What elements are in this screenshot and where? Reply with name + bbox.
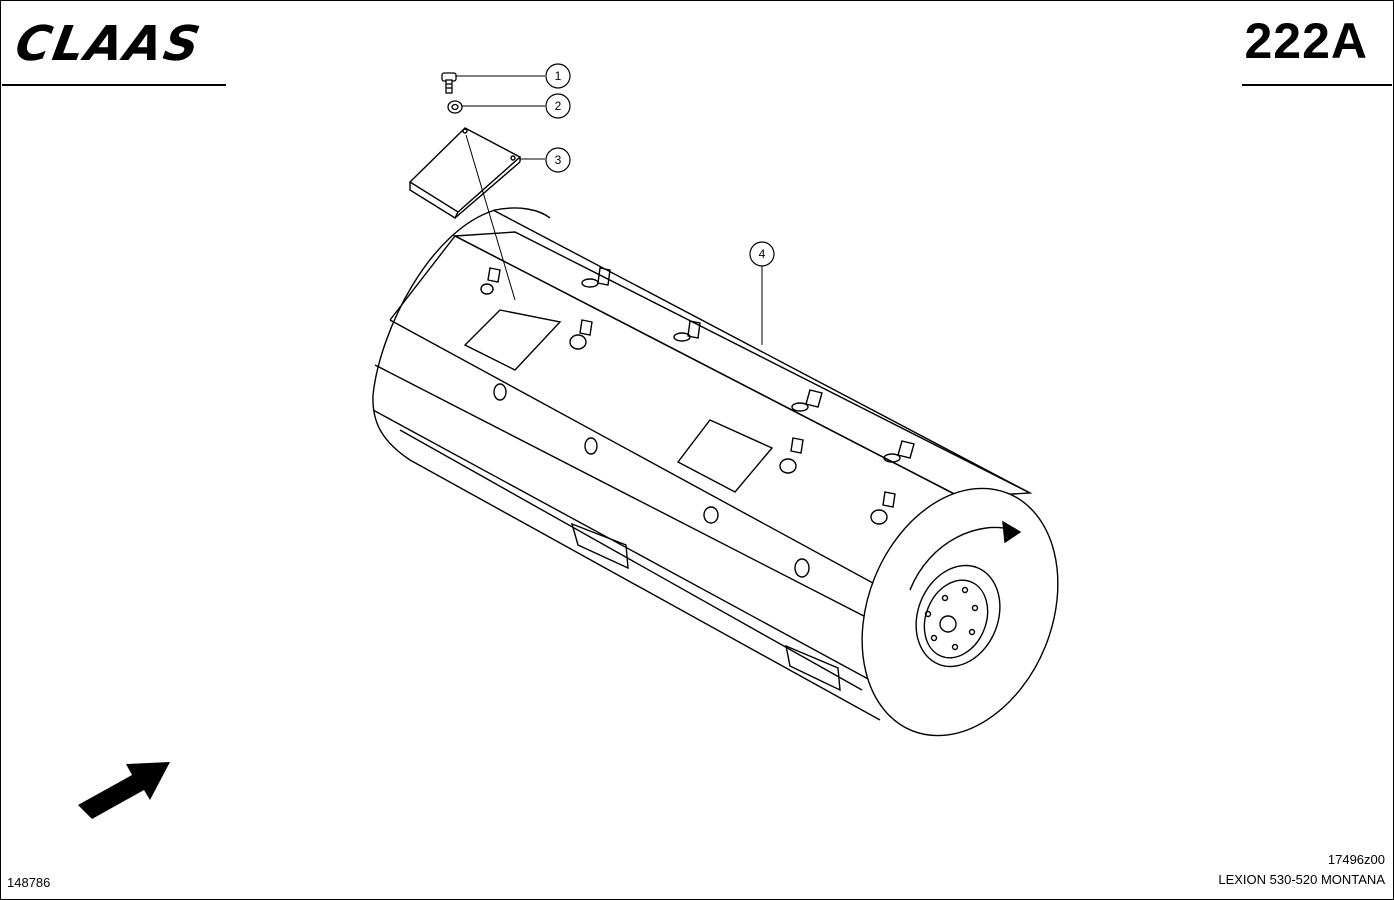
illustration-number: 148786	[7, 875, 51, 890]
callout-4[interactable]: 4	[749, 241, 775, 267]
callout-3-label: 3	[555, 153, 562, 167]
model-name: LEXION 530-520 MONTANA	[1218, 872, 1385, 887]
rotation-arrow-icon	[909, 526, 1013, 591]
svg-text:CLAAS: CLAAS	[11, 16, 205, 72]
footer-info: 17496z00 LEXION 530-520 MONTANA	[1218, 850, 1385, 890]
header-rule-right	[1242, 84, 1392, 86]
drum[interactable]	[372, 207, 1093, 765]
callout-1-label: 1	[555, 69, 562, 83]
washer[interactable]	[447, 100, 463, 114]
page-code: 222A	[1244, 13, 1368, 69]
rotation-arrowhead	[1002, 520, 1022, 544]
callout-1[interactable]: 1	[545, 63, 571, 89]
callout-2-label: 2	[555, 99, 562, 113]
leader-lines	[456, 75, 763, 345]
header-rule-left	[2, 84, 226, 86]
direction-arrow-icon	[78, 762, 170, 819]
cover-plate[interactable]	[408, 127, 522, 220]
callout-4-label: 4	[759, 247, 766, 261]
callout-3[interactable]: 3	[545, 147, 571, 173]
claas-logo: CLAAS	[11, 16, 205, 72]
drawing-ref: 17496z00	[1327, 852, 1385, 867]
callout-2[interactable]: 2	[545, 93, 571, 119]
bolt[interactable]	[441, 72, 457, 94]
